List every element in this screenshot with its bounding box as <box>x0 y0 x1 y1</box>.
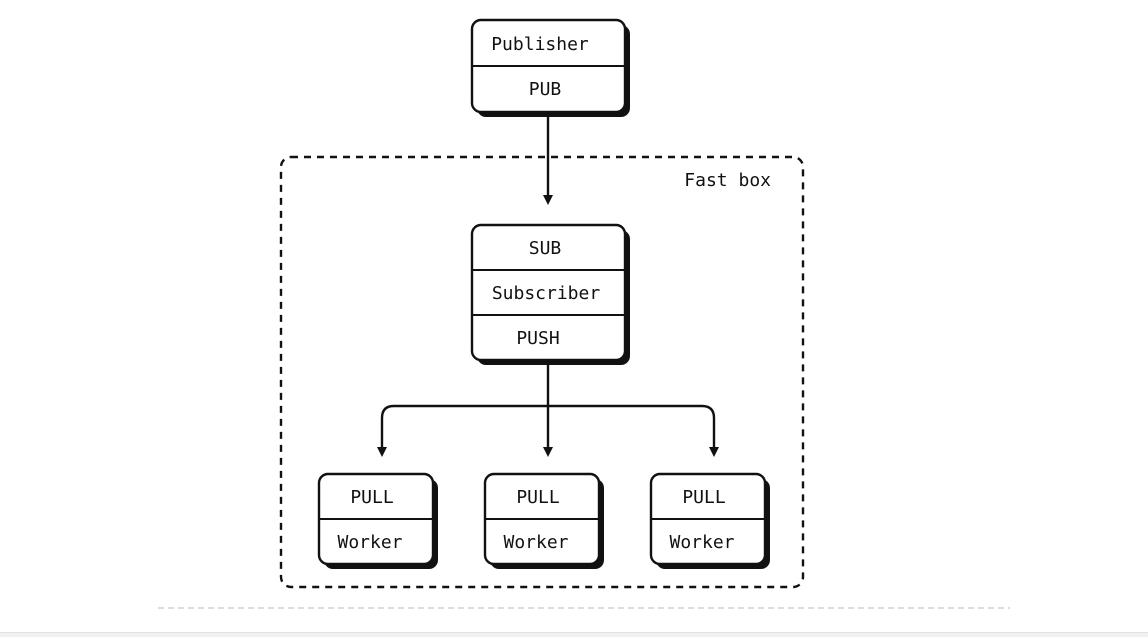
subscriber-socket-in: SUB <box>529 238 562 259</box>
subscriber-name: Subscriber <box>492 283 601 304</box>
worker-3-socket: PULL <box>682 487 726 508</box>
worker-node-2: PULL Worker <box>483 472 604 569</box>
publisher-node: Publisher PUB <box>470 18 630 117</box>
worker-2-socket: PULL <box>516 487 560 508</box>
worker-2-name: Worker <box>503 532 568 553</box>
bottom-edge-bar <box>0 632 1148 637</box>
fan-out-connectors <box>377 360 719 457</box>
worker-node-1: PULL Worker <box>317 472 438 569</box>
fast-box-frame: Fast box <box>279 155 805 589</box>
subscriber-socket-out: PUSH <box>516 328 559 349</box>
publisher-socket: PUB <box>529 79 562 100</box>
arrow-push-to-worker-3 <box>548 404 719 457</box>
worker-1-name: Worker <box>337 532 402 553</box>
worker-1-socket: PULL <box>350 487 394 508</box>
worker-3-name: Worker <box>669 532 734 553</box>
publisher-name: Publisher <box>491 34 589 55</box>
fast-box-label: Fast box <box>684 170 771 191</box>
subscriber-node: SUB Subscriber PUSH <box>470 223 630 365</box>
worker-node-3: PULL Worker <box>649 472 770 569</box>
arrow-push-to-worker-1 <box>377 404 548 457</box>
